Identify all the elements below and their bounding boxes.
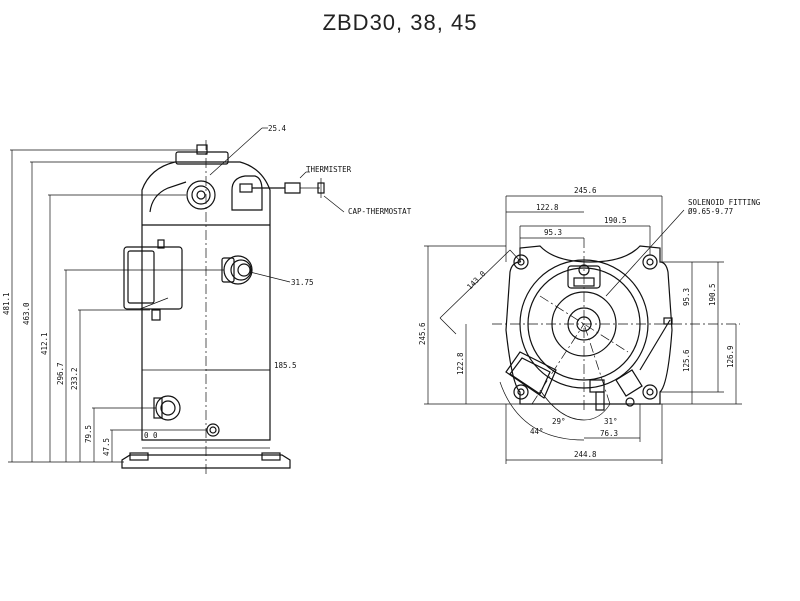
mounting-plate (505, 245, 673, 405)
dim-76-3: 76.3 (600, 429, 618, 438)
dim-233-2: 233.2 (70, 367, 79, 390)
drawing-title: ZBD30, 38, 45 (322, 10, 478, 35)
dim-31-75: 31.75 (291, 278, 314, 287)
angle-31: 31° (604, 417, 618, 426)
dim-95-3-top: 95.3 (544, 228, 562, 237)
svg-text:0 0: 0 0 (144, 431, 158, 440)
dim-412-1: 412.1 (40, 332, 49, 355)
cap-thermostat-label: CAP-THERMOSTAT (348, 207, 412, 216)
angle-29: 29° (552, 417, 566, 426)
height-dimensions (8, 149, 224, 463)
dim-244-8: 244.8 (574, 450, 597, 459)
dim-481-1: 481.1 (2, 292, 11, 315)
dim-190-5-top: 190.5 (604, 216, 627, 225)
dim-122-8-top: 122.8 (536, 203, 559, 212)
dim-245-6-left: 245.6 (418, 322, 427, 345)
dim-47-5: 47.5 (102, 438, 111, 456)
terminal-box-top (505, 351, 557, 399)
angle-44: 44° (530, 427, 544, 436)
terminal-box (123, 246, 183, 310)
top-view: 245.6 122.8 190.5 95.3 SOLENOID FITTING … (418, 186, 761, 464)
dim-122-8-left: 122.8 (456, 352, 465, 375)
dim-296-7: 296.7 (56, 362, 65, 385)
solenoid-label: SOLENOID FITTING (688, 198, 761, 207)
dim-79-5: 79.5 (84, 425, 93, 443)
dim-143-0: 143.0 (465, 269, 488, 292)
discharge-fitting (155, 395, 181, 421)
side-view: 0 0 481.1 463.0 412.1 296. (2, 124, 412, 475)
dim-125-6-right: 125.6 (682, 349, 691, 372)
dim-245-6-top: 245.6 (574, 186, 597, 195)
dim-185-5: 185.5 (274, 361, 297, 370)
solenoid-size: Ø9.65-9.77 (688, 207, 733, 216)
dim-463-0: 463.0 (22, 302, 31, 325)
thermister-label: THERMISTER (306, 165, 352, 174)
dim-95-3-right: 95.3 (682, 288, 691, 306)
dim-25-4: 25.4 (268, 124, 287, 133)
dim-126-9-right: 126.9 (726, 345, 735, 368)
dim-190-5-right: 190.5 (708, 283, 717, 306)
